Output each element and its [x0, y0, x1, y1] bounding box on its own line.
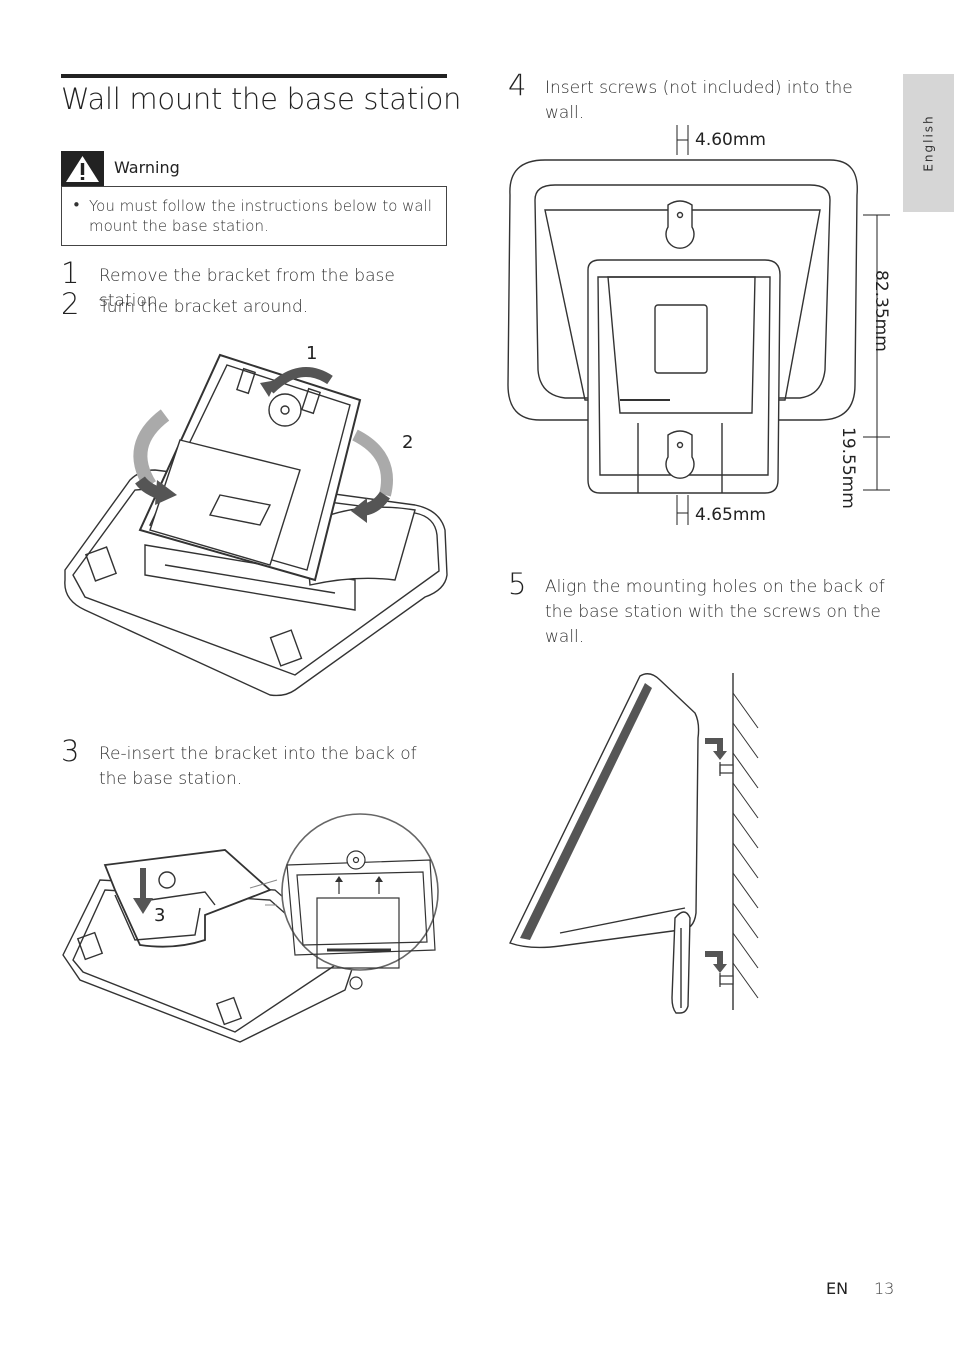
step-4-number: 4	[508, 68, 527, 102]
dim-top-label: 4.60mm	[695, 130, 766, 150]
step-2-number: 2	[61, 287, 80, 321]
figure-wall-side-view	[509, 673, 759, 1014]
callout-3: 3	[154, 905, 165, 926]
dim-bottom-label: 4.65mm	[695, 505, 766, 525]
callout-2: 2	[402, 432, 413, 453]
language-tab-label: English	[921, 114, 936, 172]
title-rule	[61, 74, 447, 78]
step-5-text: Align the mounting holes on the back of …	[545, 577, 885, 647]
step-3-number: 3	[61, 734, 80, 768]
figure-bracket-reinsert: 3	[62, 813, 439, 1043]
warning-bullet: •	[72, 196, 81, 214]
figure-mounting-dimensions: 4.60mm 4.65mm 82.35mm 19.55mm	[507, 125, 891, 525]
dim-lower-vertical-label: 19.55mm	[838, 427, 858, 509]
language-tab	[903, 74, 954, 212]
footer-language: EN	[826, 1279, 849, 1298]
warning-icon	[61, 151, 104, 186]
step-4-text: Insert screws (not included) into the wa…	[545, 78, 853, 123]
figure-bracket-removal: 1 2	[64, 343, 448, 697]
callout-1: 1	[306, 343, 317, 364]
warning-text: You must follow the instructions below t…	[89, 197, 432, 235]
step-2-text: Turn the bracket around.	[99, 297, 309, 317]
step-1-number: 1	[61, 256, 80, 290]
dim-upper-vertical-label: 82.35mm	[871, 270, 891, 352]
step-3-text: Re-insert the bracket into the back of t…	[99, 744, 417, 789]
warning-label: Warning	[114, 158, 180, 177]
language-tab-label-wrap: English	[903, 74, 954, 212]
page-title: Wall mount the base station	[61, 82, 462, 116]
page-number: 13	[874, 1279, 895, 1298]
step-1-text: Remove the bracket from the base station…	[99, 266, 395, 311]
warning-box	[61, 186, 447, 246]
step-5-number: 5	[508, 567, 527, 601]
